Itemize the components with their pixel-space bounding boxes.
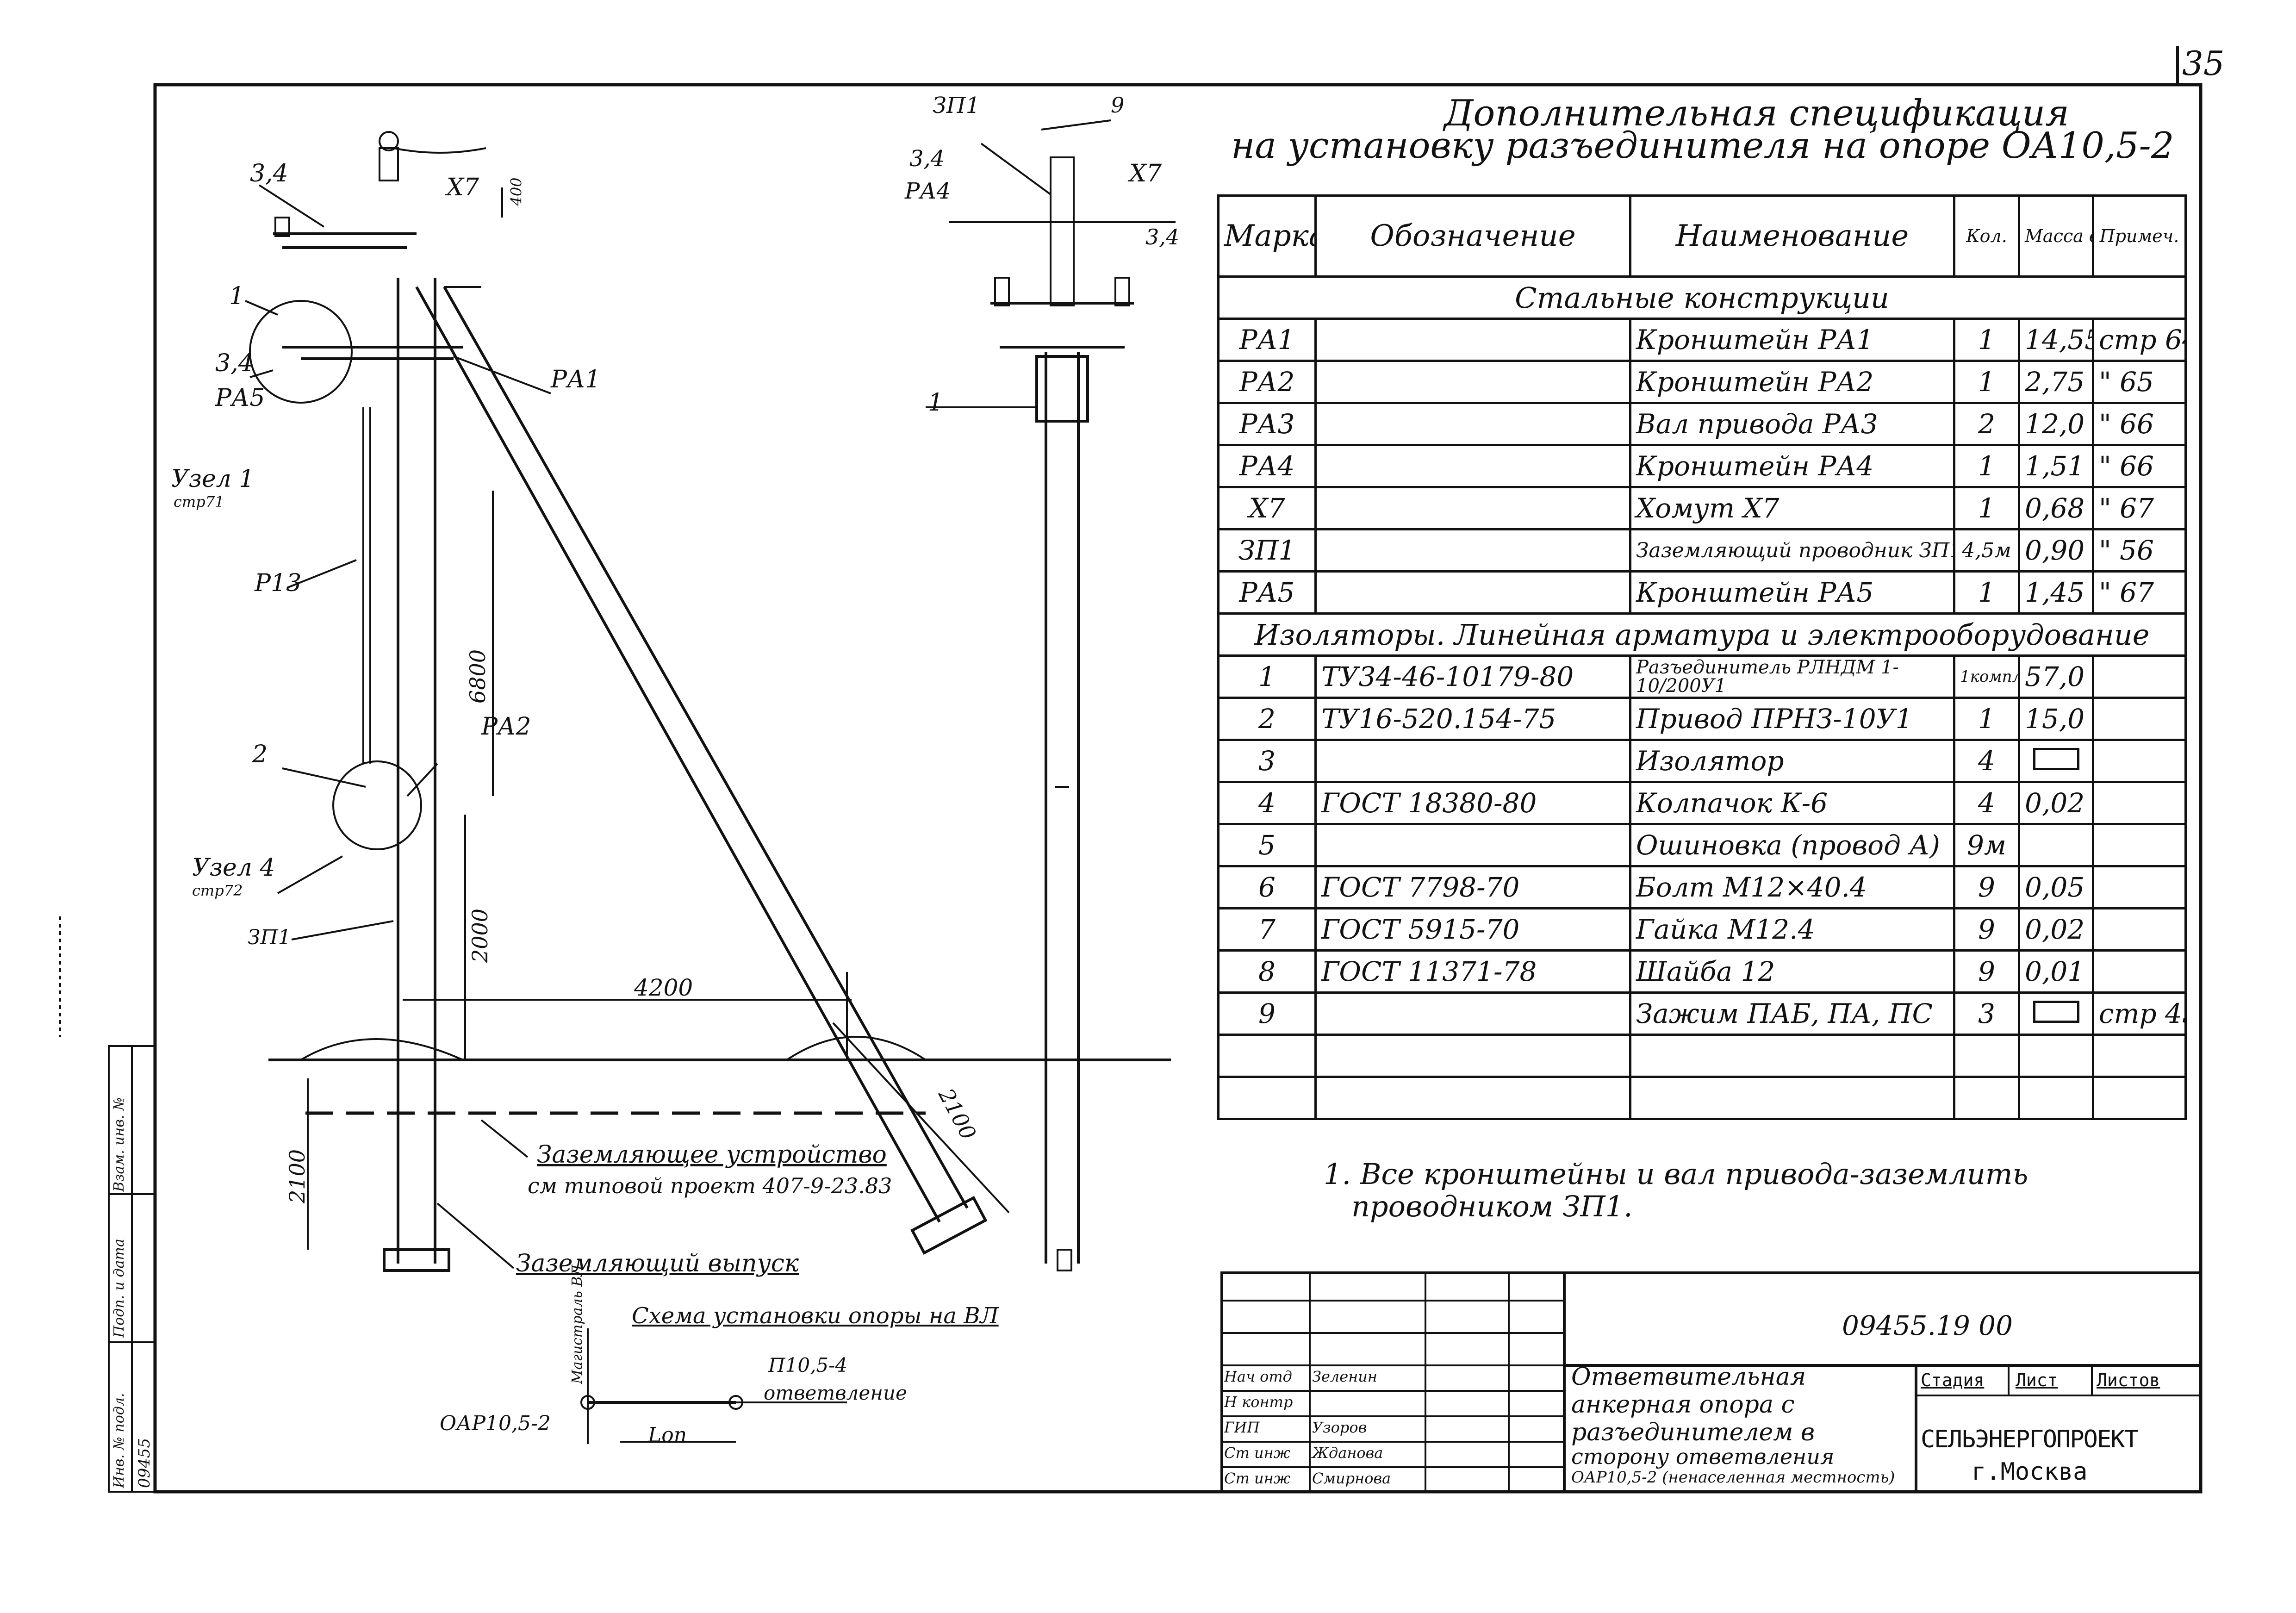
label-3-4-mid: 3,4 [909,146,945,172]
label-zp1-right: ЗП1 [933,93,980,118]
col-name: Наименование [1629,194,1955,278]
name-4: Жданова [1312,1444,1383,1462]
name-5: Смирнова [1312,1470,1391,1487]
col-mass: Масса ед, кг [2018,194,2094,278]
pole-front-view [926,119,1176,1271]
label-x7: Х7 [447,174,479,201]
stamp-vzam-inv: Взам. инв. № [111,1097,127,1192]
label-pa1: РА1 [551,366,601,393]
scheme-span: Lоп [648,1423,687,1447]
section-steel: Стальные конструкции [1217,275,2187,320]
org-city: г.Москва [1972,1458,2088,1486]
desc-line2: анкерная опора с [1571,1391,1795,1419]
mass-box-icon [2033,1001,2079,1023]
note-line1: 1. Все кронштейны и вал привода-заземлит… [1324,1157,2028,1191]
name-1: Зеленин [1312,1368,1377,1385]
stamp-inv-value: 09455 [135,1438,154,1488]
col-designation: Обозначение [1314,194,1631,278]
desc-line5: ОАР10,5-2 (ненаселенная местность) [1571,1468,1895,1487]
scheme-drawing [580,1328,847,1444]
dim-4200: 4200 [634,974,693,1001]
col-mark: Марка, поз. [1217,194,1317,278]
scheme-branch: ответвление [764,1382,907,1404]
dim-2100-vert: 2100 [285,1149,310,1203]
col-note: Примеч. [2092,194,2187,278]
scheme-title: Схема установки опоры на ВЛ [632,1303,999,1329]
label-1-mid: 1 [928,389,944,417]
dim-400: 400 [507,177,525,206]
label-9: 9 [1111,93,1125,118]
org-name: СЕЛЬЭНЕРГОПРОЕКТ [1921,1426,2139,1453]
table-row [1217,1076,2187,1120]
role-1: Нач отд [1224,1368,1292,1385]
label-x7-mid: Х7 [1129,160,1162,187]
scheme-vl-label: Магистраль ВЛ [569,1264,585,1384]
role-3: ГИП [1224,1419,1260,1436]
table-row [1217,1034,2187,1078]
label-3-4-right: 3,4 [1145,224,1180,249]
label-uzel4: Узел 4 [192,854,275,882]
scheme-oar: ОАР10,5-2 [440,1412,551,1435]
label-uzel1: Узел 1 [171,465,255,493]
label-3-4-top: 3,4 [250,160,288,187]
role-4: Ст инж [1224,1444,1291,1462]
section-insulators: Изоляторы. Линейная арматура и электрооб… [1217,612,2187,657]
label-ground-outlet: Заземляющий выпуск [516,1250,799,1277]
col-qty: Кол. [1953,194,2020,278]
page-number: 35 [2182,44,2225,83]
scheme-p105: П10,5-4 [768,1354,848,1376]
dim-2000: 2000 [467,908,492,963]
stage-label: Стадия [1921,1370,1985,1390]
sheets-label: Листов [2097,1370,2160,1390]
name-3: Узоров [1312,1419,1367,1436]
label-ground-device: Заземляющее устройство [537,1141,887,1169]
spec-title-line2: на установку разъединителя на опоре ОА10… [1231,125,2174,167]
pole-side-view [245,131,1171,1272]
spec-title-line1: Дополнительная спецификация [1444,93,2069,134]
desc-line1: Ответвительная [1571,1363,1806,1391]
dim-6800: 6800 [465,649,490,704]
label-uzel1-page: стр71 [174,493,224,511]
desc-line3: разъединителем в [1571,1419,1815,1446]
label-1-left: 1 [229,282,245,310]
mass-box-icon [2033,748,2079,770]
desc-line4: сторону ответвления [1571,1444,1835,1469]
table-header-row: Марка, поз. Обозначение Наименование Кол… [1217,194,2187,278]
label-ground-ref: см типовой проект 407-9-23.83 [528,1173,892,1198]
role-5: Ст инж [1224,1470,1291,1487]
stamp-inv-podl: Инв. № подл. [111,1393,127,1488]
label-zp1-left: ЗП1 [248,926,291,949]
label-pa4: РА4 [905,178,951,204]
title-block-grid [1220,1271,2202,1493]
sheet-label: Лист [2016,1370,2058,1390]
doc-code: 09455.19 00 [1842,1310,2013,1341]
label-p13: Р13 [255,569,302,597]
stamp-podp-data: Подп. и дата [111,1239,127,1338]
label-uzel4-page: стр72 [192,882,243,899]
note-line2: проводником ЗП1. [1351,1190,1633,1223]
label-pa2: РА2 [481,713,531,741]
label-3-4-left: 3,4 [215,349,254,377]
label-2: 2 [252,741,268,768]
specification-table: Марка, поз. Обозначение Наименование Кол… [1217,194,2187,1120]
label-pa5: РА5 [215,384,265,412]
role-2: Н контр [1224,1393,1293,1411]
